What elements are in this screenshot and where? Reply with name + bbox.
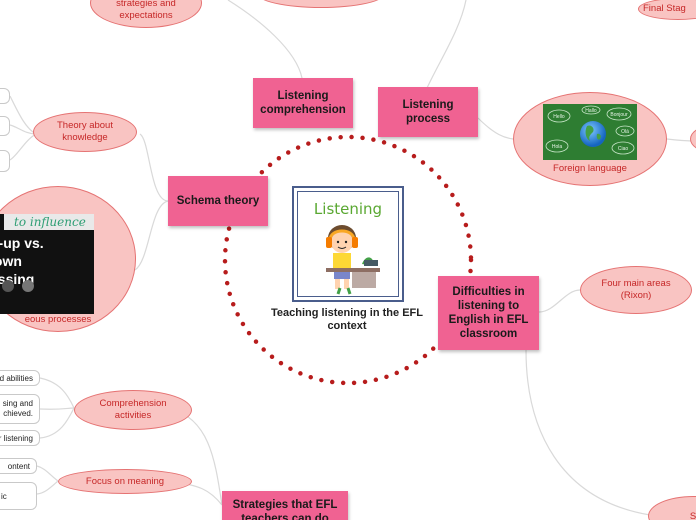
leaf-abilities[interactable]: d abilities (0, 370, 40, 386)
leaf-partial[interactable] (0, 88, 10, 104)
subtopic-label: Four main areas (Rixon) (601, 278, 671, 301)
globe-word: Olá (621, 129, 629, 135)
globe-word: Hallo (585, 108, 597, 114)
image-inner-frame (297, 191, 399, 297)
topic-schema-theory[interactable]: Schema theory (168, 176, 268, 226)
video-whiteboard: to influence (4, 214, 94, 230)
leaf-label: ontent (7, 461, 30, 471)
leaf-label: r listening (0, 433, 33, 443)
child-with-headphones-icon (326, 225, 380, 295)
subtopic-label: Focus on meaning (85, 475, 165, 487)
leaf-partial[interactable] (0, 116, 10, 136)
topic-label: Difficulties in listening to English in … (448, 286, 529, 340)
leaf-label: d abilities (0, 373, 33, 383)
leaf-label: sing and (2, 399, 33, 408)
leaf-partial[interactable] (0, 150, 10, 172)
subtopic-focus-meaning[interactable]: Focus on meaning (58, 469, 192, 494)
topic-listening-comprehension[interactable]: Listening comprehension (253, 78, 353, 128)
globe-word: Bonjour (610, 112, 628, 118)
leaf-processing[interactable]: sing and chieved. (0, 394, 40, 424)
globe-word: Hello (553, 114, 565, 120)
topic-strategies[interactable]: Strategies that EFL teachers can do (222, 491, 348, 520)
central-title[interactable]: Teaching listening in the EFL context (271, 307, 423, 332)
globe-word: Ciao (618, 146, 629, 152)
leaf-label: chieved. (3, 409, 33, 418)
leaf-label: ic (1, 491, 7, 501)
subtopic-comprehension-activities[interactable]: Comprehension activities (74, 390, 192, 430)
topic-label: Strategies that EFL teachers can do (232, 499, 338, 520)
topic-label: Listening comprehension (260, 90, 346, 116)
globe-icon: Hello Bonjour Hola Ciao Hallo Olá (543, 104, 637, 160)
topic-listening-process[interactable]: Listening process (378, 87, 478, 137)
leaf-ic[interactable]: ic (0, 482, 37, 510)
globe-word: Hola (552, 144, 563, 150)
listening-heading: Listening (313, 200, 383, 218)
subtopic-label: strategies and expectations (116, 0, 176, 21)
subtopic-four-main-areas[interactable]: Four main areas (Rixon) (580, 266, 692, 314)
topic-label: Schema theory (176, 195, 260, 207)
subtopic-label: Final Stag (643, 3, 686, 14)
topic-difficulties[interactable]: Difficulties in listening to English in … (438, 276, 539, 350)
subtopic-label: eous processes (24, 314, 92, 325)
subtopic-label: S (689, 511, 696, 520)
subtopic-label: Theory about knowledge (57, 120, 113, 143)
globe-image: Hello Bonjour Hola Ciao Hallo Olá (543, 104, 637, 160)
central-image: Listening (292, 186, 404, 302)
leaf-for-listening[interactable]: r listening (0, 430, 40, 446)
subtopic-final-stage[interactable]: Final Stag (638, 0, 696, 20)
central-dotted-ring (222, 134, 474, 386)
topic-label: Listening process (402, 99, 454, 125)
foreign-language-caption: Foreign language (553, 163, 627, 174)
subtopic-label: Comprehension activities (99, 398, 167, 421)
leaf-content[interactable]: ontent (0, 458, 37, 474)
video-controls-icon (2, 280, 34, 292)
subtopic-theory-knowledge[interactable]: Theory about knowledge (33, 112, 137, 152)
